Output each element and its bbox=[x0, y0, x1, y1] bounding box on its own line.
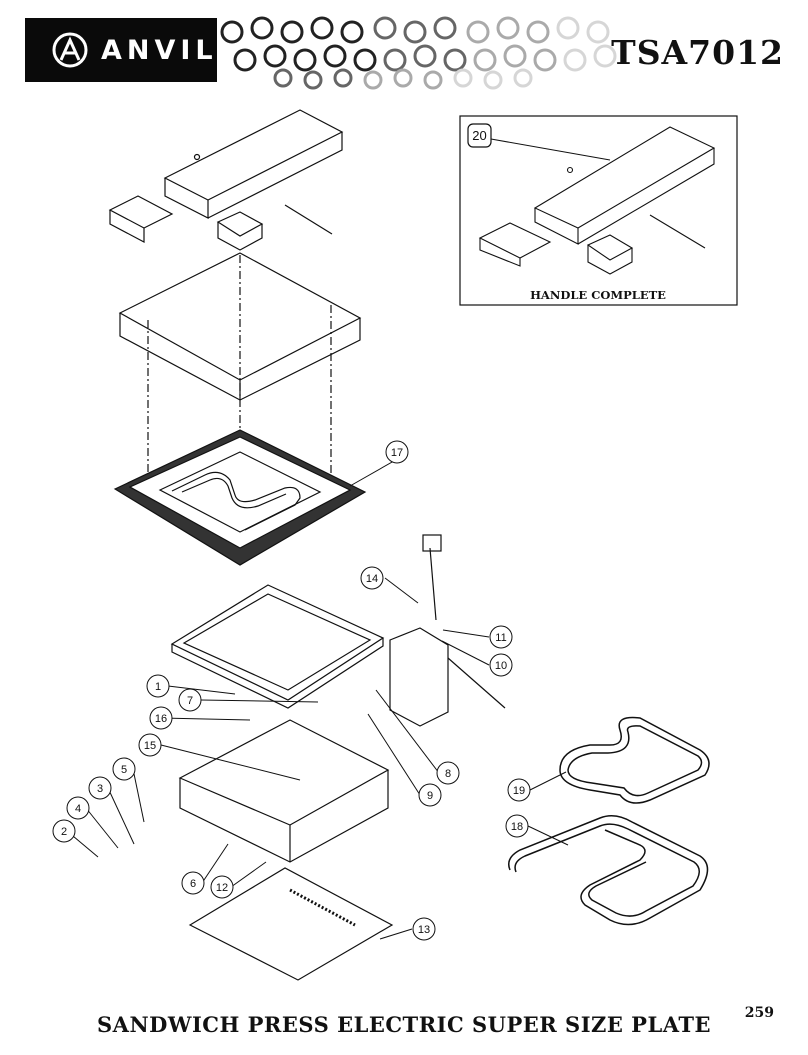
svg-text:3: 3 bbox=[97, 783, 103, 795]
svg-text:6: 6 bbox=[190, 878, 196, 890]
anvil-logo: ANVIL bbox=[25, 18, 217, 82]
callout-13: 13 bbox=[412, 917, 436, 941]
callout-6: 6 bbox=[181, 871, 205, 895]
svg-text:16: 16 bbox=[155, 713, 167, 725]
callout-1: 1 bbox=[146, 674, 170, 698]
callouts bbox=[66, 452, 569, 940]
callout-11: 11 bbox=[489, 625, 513, 649]
callout-2: 2 bbox=[52, 819, 76, 843]
heating-element-drawing bbox=[508, 716, 710, 926]
svg-text:2: 2 bbox=[61, 826, 67, 838]
callout-19: 19 bbox=[507, 778, 531, 802]
handle-assembly-drawing bbox=[108, 109, 344, 251]
callout-8: 8 bbox=[436, 761, 460, 785]
callout-10: 10 bbox=[489, 653, 513, 677]
svg-text:8: 8 bbox=[445, 768, 451, 780]
anvil-logo-emblem-icon bbox=[52, 32, 88, 68]
handle-complete-inset bbox=[459, 115, 738, 306]
model-code: TSA7012 bbox=[611, 33, 784, 72]
callout-18: 18 bbox=[505, 814, 529, 838]
svg-text:9: 9 bbox=[427, 790, 433, 802]
callout-16: 16 bbox=[149, 706, 173, 730]
inset-callout-label: 20 bbox=[472, 128, 486, 143]
callout-14: 14 bbox=[360, 566, 384, 590]
svg-text:17: 17 bbox=[391, 447, 403, 459]
svg-text:11: 11 bbox=[495, 632, 506, 644]
svg-text:5: 5 bbox=[121, 764, 127, 776]
inset-caption: HANDLE COMPLETE bbox=[530, 288, 666, 302]
svg-text:15: 15 bbox=[144, 740, 156, 752]
callout-4: 4 bbox=[66, 796, 90, 820]
svg-text:12: 12 bbox=[216, 882, 228, 894]
svg-text:4: 4 bbox=[75, 803, 81, 815]
page-number: 259 bbox=[744, 1005, 774, 1021]
svg-text:10: 10 bbox=[495, 660, 507, 672]
bottom-plate-drawing bbox=[188, 867, 394, 981]
callout-5: 5 bbox=[112, 757, 136, 781]
top-plate-drawing bbox=[118, 252, 362, 480]
header-pattern bbox=[220, 16, 617, 90]
callout-17: 17 bbox=[385, 440, 409, 464]
callout-9: 9 bbox=[418, 783, 442, 807]
svg-text:13: 13 bbox=[418, 924, 430, 936]
svg-text:7: 7 bbox=[187, 695, 193, 707]
upper-heating-plate-drawing bbox=[113, 429, 367, 566]
svg-text:1: 1 bbox=[155, 681, 161, 693]
brand-name: ANVIL bbox=[101, 35, 218, 66]
svg-text:14: 14 bbox=[366, 573, 378, 585]
svg-text:18: 18 bbox=[511, 821, 523, 833]
callout-15: 15 bbox=[138, 733, 162, 757]
callout-7: 7 bbox=[178, 688, 202, 712]
svg-text:19: 19 bbox=[513, 785, 525, 797]
inset-callout: 20 bbox=[467, 123, 492, 148]
callout-3: 3 bbox=[88, 776, 112, 800]
page-title: SANDWICH PRESS ELECTRIC SUPER SIZE PLATE bbox=[97, 1012, 711, 1037]
callout-12: 12 bbox=[210, 875, 234, 899]
lower-housing-drawing bbox=[170, 534, 506, 863]
